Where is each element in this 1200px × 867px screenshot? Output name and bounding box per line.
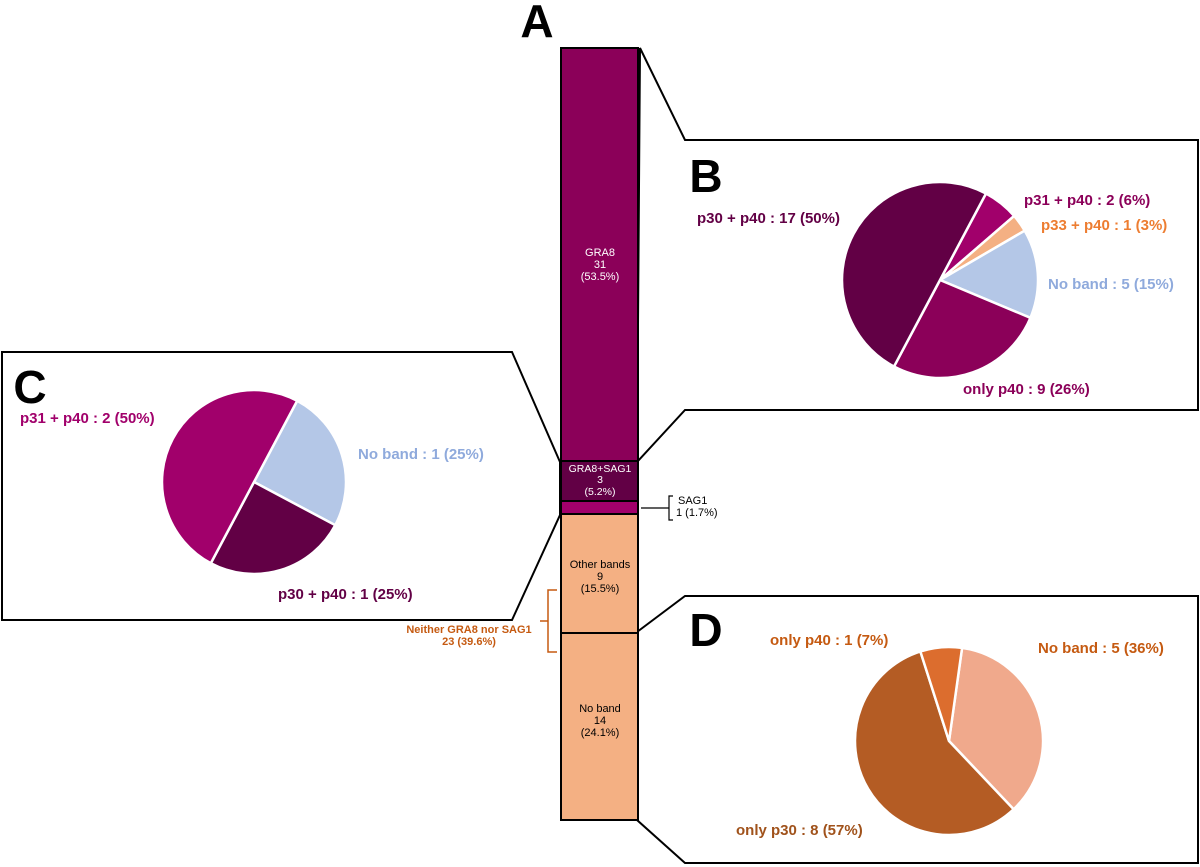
pie-d-label-onlyp30: only p30 : 8 (57%) [736, 822, 863, 839]
neither-bracket [540, 589, 557, 653]
pie-c-label-p31: p31 + p40 : 2 (50%) [20, 410, 155, 427]
pie-d-slice-0 [947, 646, 1045, 812]
sag1-callout: SAG1 1 (1.7%) [641, 495, 718, 521]
stacked-bar-a: GRA8 31 (53.5%) GRA8+SAG1 3 (5.2%) Other… [560, 47, 639, 821]
bar-segment-gra8-sag1 [560, 460, 639, 502]
panel-letter-c: C [13, 361, 46, 413]
pie-c-label-p30: p30 + p40 : 1 (25%) [278, 586, 413, 603]
seg-label-gra8sag1-value: 3 [597, 474, 603, 486]
bar-segment-gra8 [560, 47, 639, 462]
pie-d-slice-1 [853, 649, 1016, 837]
sag1-label-pct: 1 (1.7%) [676, 507, 718, 519]
neither-label-2: 23 (39.6%) [442, 636, 496, 648]
pie-c-label-noband: No band : 1 (25%) [358, 446, 484, 463]
bar-segment-sag1 [560, 500, 639, 515]
pie-b-label-onlyp40: only p40 : 9 (26%) [963, 381, 1090, 398]
seg-label-gra8-value: 31 [594, 259, 606, 271]
sag1-bracket [641, 495, 673, 521]
pie-b-slice-2 [937, 228, 1040, 320]
pie-d-label-noband: No band : 5 (36%) [1038, 640, 1164, 657]
panel-letter-a: A [520, 0, 553, 47]
pie-b-slice-4 [840, 180, 988, 369]
seg-label-gra8sag1-name: GRA8+SAG1 [569, 463, 632, 475]
seg-label-other-name: Other bands [570, 559, 631, 571]
seg-label-other-pct: (15.5%) [581, 583, 620, 595]
pie-chart-d [853, 645, 1045, 837]
seg-label-gra8-pct: (53.5%) [581, 271, 620, 283]
neither-callout: Neither GRA8 nor SAG1 23 (39.6%) [406, 589, 557, 653]
panel-letter-d: D [689, 604, 722, 656]
pie-chart-b [840, 180, 1040, 380]
seg-label-noband-name: No band [579, 703, 621, 715]
seg-label-gra8sag1-pct: (5.2%) [585, 486, 616, 498]
seg-label-other-value: 9 [597, 571, 603, 583]
panel-letter-b: B [689, 150, 722, 202]
pie-b-label-p31: p31 + p40 : 2 (6%) [1024, 192, 1150, 209]
seg-label-noband-pct: (24.1%) [581, 727, 620, 739]
bar-segment-no-band [560, 632, 639, 821]
pie-c-slice-2 [160, 388, 299, 565]
seg-label-noband-value: 14 [594, 715, 606, 727]
pie-chart-c [160, 388, 348, 576]
neither-label-1: Neither GRA8 nor SAG1 [406, 624, 531, 636]
seg-label-gra8-name: GRA8 [585, 247, 615, 259]
pie-b-label-p33: p33 + p40 : 1 (3%) [1041, 217, 1167, 234]
pie-b-label-noband: No band : 5 (15%) [1048, 276, 1174, 293]
pie-d-label-onlyp40: only p40 : 1 (7%) [770, 632, 888, 649]
pie-b-label-p30: p30 + p40 : 17 (50%) [697, 210, 840, 227]
pie-d-slice-2 [918, 645, 964, 742]
sag1-label-name: SAG1 [678, 495, 707, 507]
bar-segment-other-bands [560, 513, 639, 634]
